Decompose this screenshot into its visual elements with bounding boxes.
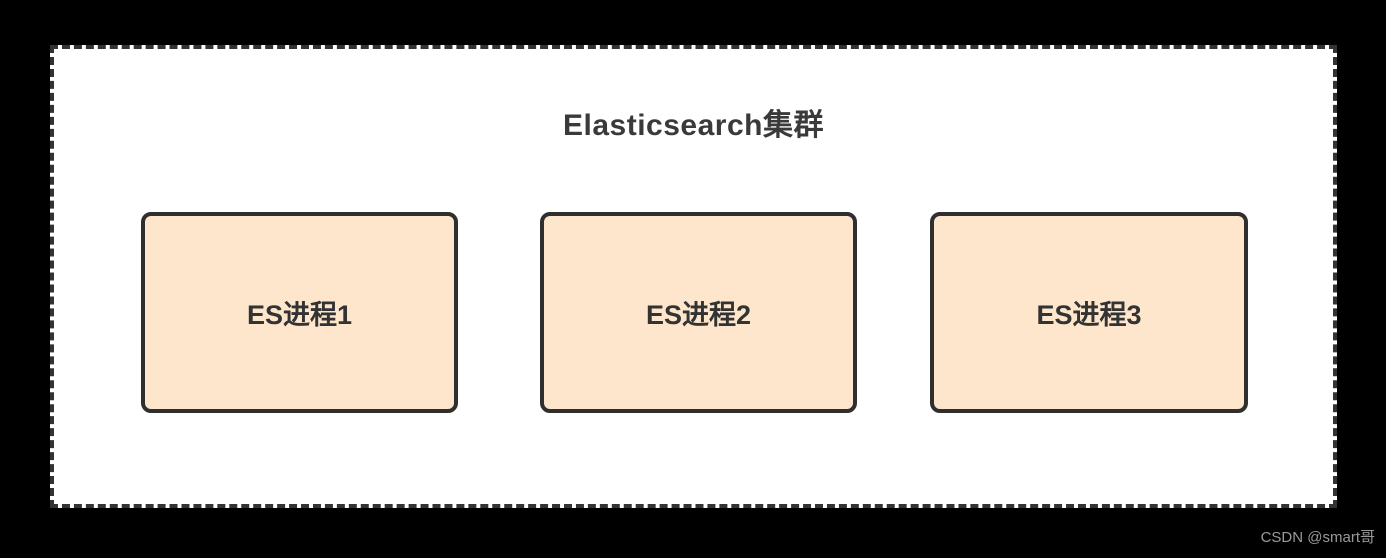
node-label: ES进程2 xyxy=(645,300,752,330)
diagram-title: Elasticsearch集群 xyxy=(563,109,824,142)
node-label: ES进程3 xyxy=(1036,300,1142,330)
diagram-canvas: Elasticsearch集群 ES进程1 ES进程2 ES进程3 xyxy=(50,45,1337,508)
node-es-process-1: ES进程1 xyxy=(141,212,458,413)
watermark: CSDN @smart哥 xyxy=(1260,529,1375,546)
node-es-process-3: ES进程3 xyxy=(930,212,1248,413)
node-es-process-2: ES进程2 xyxy=(540,212,857,413)
node-label: ES进程1 xyxy=(246,300,353,330)
